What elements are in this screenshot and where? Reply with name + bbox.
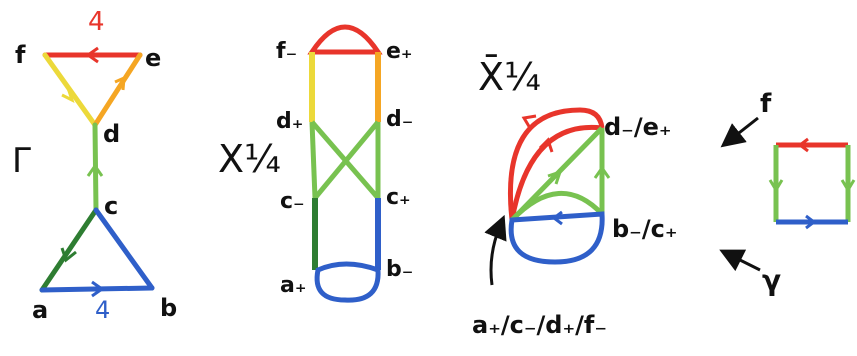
map-arrow-upper	[720, 116, 759, 148]
map-label-lower: γ	[762, 264, 781, 297]
vertex-label-d: d	[103, 120, 120, 148]
vertex-label-e-plus: e₊	[386, 39, 413, 64]
arrow-square-bottom	[805, 214, 817, 230]
edge-cross-2	[313, 120, 380, 200]
vertex-label-bottom-note: a₊/c₋/d₊/f₋	[472, 311, 607, 339]
arrow-c-a	[60, 247, 77, 263]
edge-a-b	[39, 285, 155, 293]
xbar14-symbol: X̄¼	[478, 55, 541, 99]
vertex-label-c: c	[104, 192, 118, 220]
edge-d-c-left	[309, 121, 318, 199]
graph-gamma: Γ f e d c a b 4 4	[12, 7, 177, 324]
arrow-square-top	[797, 137, 809, 153]
vertex-label-top: d₋/e₊	[604, 113, 672, 141]
vertex-label-a: a	[32, 296, 48, 324]
arrow-square-right	[840, 179, 856, 193]
graph-x14: X¼ f₋ e₊ d₊ d₋ c₋ c₊ a₊ b₋	[218, 24, 413, 303]
arrow-square-left	[768, 179, 784, 193]
vertex-label-c-plus: c₊	[386, 185, 411, 210]
vertex-label-f: f	[15, 41, 26, 69]
graph-xbar14: X̄¼ d₋/e₊ b₋/c₊ a₊/c₋/d₊/f₋	[472, 55, 678, 339]
arrow-red-outer	[521, 114, 537, 129]
vertex-label-b-minus: b₋	[386, 257, 413, 282]
arrow-a-b	[91, 280, 105, 298]
vertex-label-a-plus: a₊	[280, 273, 306, 298]
edge-bottom-loop	[314, 261, 381, 303]
edge-blue-loop	[508, 211, 605, 265]
vertex-label-d-plus: d₊	[276, 109, 303, 134]
gamma-symbol: Γ	[12, 141, 31, 181]
arrow-blue	[551, 210, 563, 226]
arrow-f-e	[85, 46, 99, 64]
arrow-green-right	[593, 165, 611, 179]
edge-red-outer	[507, 107, 605, 221]
vertex-label-c-minus: c₋	[280, 189, 305, 214]
annotation-arrow	[484, 214, 507, 286]
arrow-f-d	[61, 87, 75, 103]
edge-weight-top: 4	[88, 7, 105, 37]
edge-e-d	[92, 52, 143, 128]
edge-top-arc	[307, 24, 383, 55]
map-arrow-lower	[719, 249, 761, 272]
edge-c-b	[93, 207, 155, 291]
edge-red-inner	[509, 124, 603, 221]
vertex-label-f-minus: f₋	[276, 39, 297, 64]
arrow-e-d	[114, 75, 126, 91]
vertex-label-d-minus: d₋	[386, 107, 413, 132]
edge-c-a	[39, 207, 99, 293]
vertex-label-b: b	[160, 294, 177, 322]
x14-symbol: X¼	[218, 137, 281, 181]
map-square: f γ	[719, 89, 856, 297]
edge-green-arc	[510, 190, 604, 222]
arrow-green-diag	[547, 169, 563, 185]
map-label-upper: f	[760, 89, 772, 119]
arrow-red-inner	[538, 137, 554, 153]
edge-weight-bottom: 4	[95, 296, 110, 324]
vertex-label-e: e	[145, 44, 161, 72]
vertex-label-right: b₋/c₊	[612, 215, 678, 243]
arrow-d-c	[86, 163, 104, 177]
